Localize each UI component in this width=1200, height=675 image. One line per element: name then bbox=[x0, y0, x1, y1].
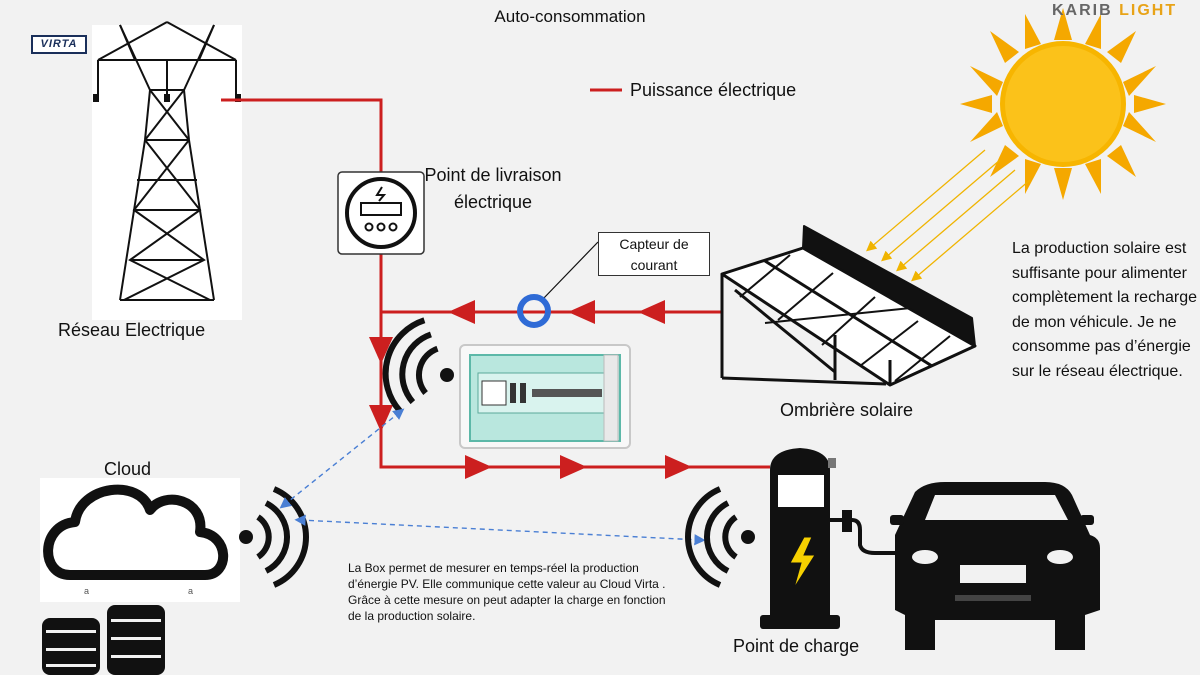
solar-sufficiency-note: La production solaire est suffisante pou… bbox=[1012, 240, 1197, 380]
svg-text:a: a bbox=[84, 586, 89, 596]
database-icon bbox=[42, 605, 165, 675]
data-links bbox=[279, 408, 706, 546]
pylon-icon bbox=[92, 21, 242, 320]
car-icon bbox=[890, 482, 1100, 650]
wifi-icon bbox=[382, 317, 454, 414]
karib-logo-text: KARIB bbox=[1052, 2, 1113, 19]
svg-text:a: a bbox=[188, 586, 193, 596]
solar-carport-label: Ombrière solaire bbox=[780, 400, 914, 420]
electrical-box-icon bbox=[459, 344, 631, 449]
grid-label: Réseau Electrique bbox=[58, 320, 206, 340]
light-logo-text: LIGHT bbox=[1119, 2, 1178, 19]
sun-rays bbox=[866, 149, 1031, 282]
current-sensor-icon bbox=[517, 241, 599, 328]
charge-point-label: Point de charge bbox=[733, 636, 860, 656]
virta-logo: VIRTA bbox=[31, 35, 87, 54]
delivery-point-label: Point de livraison électrique bbox=[424, 165, 562, 212]
sun-icon bbox=[960, 8, 1166, 200]
meter-icon bbox=[337, 171, 425, 255]
diagram-title: Auto-consommation bbox=[494, 7, 646, 26]
solar-panel-icon bbox=[720, 225, 977, 387]
wifi-icon bbox=[239, 486, 309, 588]
current-sensor-label: Capteur de courant bbox=[598, 232, 710, 276]
wifi-icon bbox=[685, 486, 755, 588]
legend-label: Puissance électrique bbox=[630, 80, 797, 100]
cloud-icon: a a bbox=[40, 478, 240, 602]
charging-station-icon bbox=[760, 448, 905, 629]
karib-light-logo: KARIB LIGHT bbox=[1052, 2, 1177, 20]
box-description-note: La Box permet de mesurer en temps-réel l… bbox=[348, 561, 666, 623]
cloud-label: Cloud bbox=[104, 459, 152, 479]
